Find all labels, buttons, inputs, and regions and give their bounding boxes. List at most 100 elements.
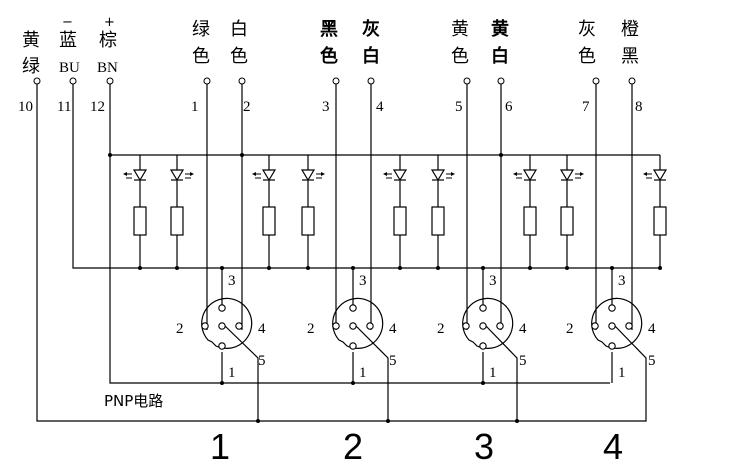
terminal-point-8 bbox=[628, 77, 636, 85]
arrow-icon bbox=[252, 172, 256, 176]
led-icon bbox=[300, 169, 316, 182]
terminal-5-line1: 黄 bbox=[451, 19, 469, 40]
terminal-point-6 bbox=[497, 77, 505, 85]
terminal-7-number: 7 bbox=[582, 99, 590, 115]
arrow-icon bbox=[123, 172, 127, 176]
connector-pin bbox=[218, 304, 226, 312]
connector-pin bbox=[332, 322, 340, 330]
terminal-2-number: 2 bbox=[243, 99, 251, 115]
connector-pin bbox=[235, 322, 243, 330]
led-icon bbox=[559, 169, 575, 182]
terminal-point-10 bbox=[33, 77, 41, 85]
terminal-3-number: 3 bbox=[322, 99, 330, 115]
arrow-icon bbox=[643, 172, 647, 176]
wire-yellow-green bbox=[36, 84, 647, 422]
terminal-point-11 bbox=[69, 77, 77, 85]
terminal-point-5 bbox=[463, 77, 471, 85]
led-icon bbox=[652, 169, 668, 182]
led-icon bbox=[261, 169, 277, 182]
connector-pin bbox=[349, 342, 357, 350]
led-branch bbox=[300, 155, 325, 268]
connector-pin bbox=[479, 342, 487, 350]
terminal-3-line2: 色 bbox=[320, 45, 338, 67]
led-branch bbox=[430, 155, 455, 268]
led-branch bbox=[559, 155, 584, 268]
pin-label-5: 5 bbox=[648, 353, 656, 369]
pin-label-2: 2 bbox=[176, 321, 184, 337]
connector-3-label: 3 bbox=[474, 426, 494, 467]
pin-label-1: 1 bbox=[228, 365, 236, 381]
junction-dots bbox=[108, 153, 662, 423]
junction bbox=[499, 153, 503, 157]
resistor-icon bbox=[523, 206, 537, 236]
connector-pin bbox=[608, 322, 616, 330]
terminal-7-line2: 色 bbox=[578, 46, 596, 67]
resistor-icon bbox=[560, 206, 574, 236]
led-icon bbox=[392, 169, 408, 182]
terminal-12-sign: + bbox=[104, 15, 115, 30]
connector-pin bbox=[366, 322, 374, 330]
terminal-point-12 bbox=[106, 77, 114, 85]
junction bbox=[481, 381, 485, 385]
resistor-icon bbox=[393, 206, 407, 236]
led-branch bbox=[123, 155, 148, 268]
resistor-icon bbox=[653, 206, 667, 236]
connector-2-label: 2 bbox=[343, 426, 363, 467]
junction bbox=[240, 153, 244, 157]
connector-pin bbox=[218, 342, 226, 350]
junction bbox=[220, 381, 224, 385]
led-icon bbox=[430, 169, 446, 182]
pin-label-1: 1 bbox=[618, 365, 626, 381]
wire-bu-bus bbox=[72, 84, 660, 269]
terminal-8-line2: 黑 bbox=[621, 46, 639, 67]
connector-body bbox=[332, 297, 384, 349]
terminal-labels: 黄 绿 10 − 蓝 BU 11 + 棕 BN 12 绿 色 1 白 色 2 黑… bbox=[18, 15, 643, 115]
arrow-icon bbox=[321, 172, 325, 176]
connector-1-label: 1 bbox=[210, 426, 230, 467]
connector-pin bbox=[201, 322, 209, 330]
terminal-11-number: 11 bbox=[57, 99, 71, 115]
junction bbox=[386, 419, 390, 423]
pin-label-5: 5 bbox=[519, 353, 527, 369]
terminal-11-line2: BU bbox=[59, 60, 80, 76]
pin-label-2: 2 bbox=[437, 321, 445, 337]
terminal-12-line1: 棕 bbox=[99, 30, 117, 51]
terminal-4-line1: 灰 bbox=[362, 18, 380, 40]
terminal-2-line1: 白 bbox=[230, 19, 248, 40]
junction bbox=[481, 266, 485, 270]
junction bbox=[256, 419, 260, 423]
arrow-icon bbox=[513, 172, 517, 176]
pin-label-1: 1 bbox=[359, 365, 367, 381]
connector-pin bbox=[462, 322, 470, 330]
connector-pin bbox=[608, 304, 616, 312]
circuit-label: PNP电路 bbox=[104, 392, 163, 410]
junction bbox=[515, 419, 519, 423]
led-indicator-branches bbox=[123, 155, 668, 268]
wire-bn-bottom-bus bbox=[109, 155, 610, 384]
pin-label-5: 5 bbox=[389, 353, 397, 369]
resistor-icon bbox=[431, 206, 445, 236]
terminal-11-line1: 蓝 bbox=[59, 30, 77, 51]
terminal-12-line2: BN bbox=[97, 60, 118, 76]
pin-label-5: 5 bbox=[258, 353, 266, 369]
connector-pin bbox=[591, 322, 599, 330]
terminal-10-line1: 黄 bbox=[22, 30, 40, 51]
terminal-point-3 bbox=[332, 77, 340, 85]
led-branch bbox=[513, 155, 538, 268]
terminal-points bbox=[33, 77, 636, 85]
pin-label-4: 4 bbox=[258, 321, 266, 337]
terminal-2-line2: 色 bbox=[230, 46, 248, 67]
led-branch bbox=[252, 155, 277, 268]
wire-c1-pin5 bbox=[223, 324, 259, 421]
arrow-icon bbox=[190, 172, 194, 176]
connector-4-label: 4 bbox=[603, 426, 623, 467]
connector-pin bbox=[349, 322, 357, 330]
terminal-point-7 bbox=[592, 77, 600, 85]
terminal-5-number: 5 bbox=[455, 99, 463, 115]
led-branch bbox=[383, 155, 408, 268]
junction bbox=[351, 381, 355, 385]
terminal-10-number: 10 bbox=[18, 99, 33, 115]
